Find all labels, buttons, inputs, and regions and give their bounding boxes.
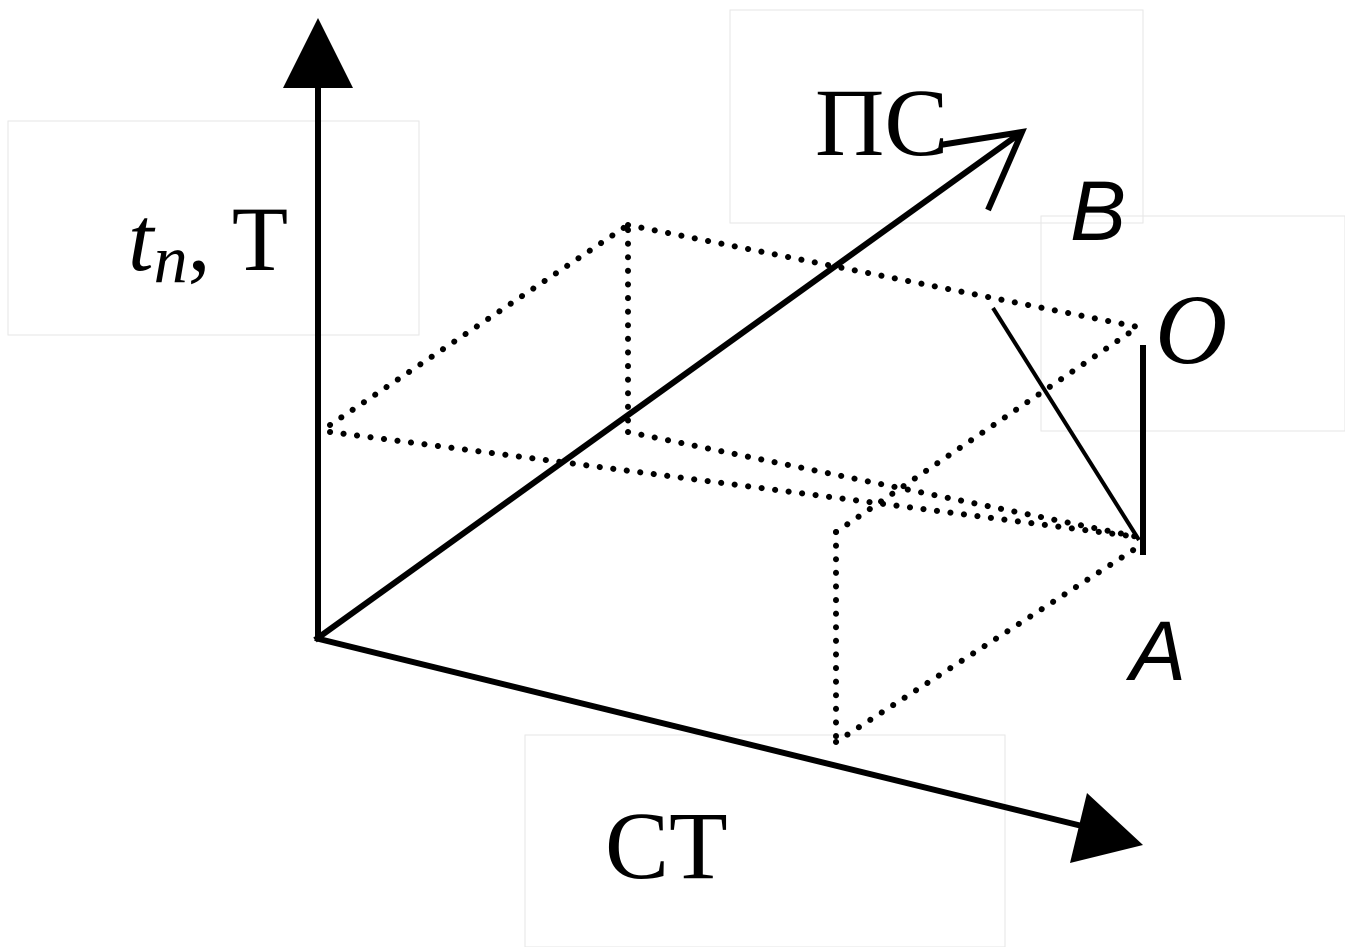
label-frame-diagonal [729,9,1144,224]
horizontal-axis-arrowhead [1070,793,1143,863]
segment-b-a [991,306,1141,542]
diagonal-axis [313,129,1024,643]
box-edge-top-left [327,222,631,428]
label-frame-vertical [7,120,420,336]
label-frame-point-o [1040,215,1345,432]
box-edge-mid-left [327,429,1141,540]
box-edge-top-front [833,324,1141,535]
vertical-axis-label: tn, T [128,188,288,297]
horizontal-axis-label: СТ [605,792,728,899]
box-edge-mid-back [625,429,1141,540]
diagonal-axis-arrowhead [939,128,1027,212]
dotted-box [327,222,1141,745]
diagonal-axis-label: ПС [815,69,948,176]
horizontal-axis [314,635,1083,829]
box-edge-bottom-front [833,544,1141,745]
box-edge-top-back [625,222,1141,330]
label-frame-horizontal [524,734,1006,947]
point-label-b: B [1070,164,1126,258]
point-label-o: O [1155,274,1227,385]
point-label-a: A [1125,604,1186,698]
vertical-axis-arrowhead [283,18,353,88]
